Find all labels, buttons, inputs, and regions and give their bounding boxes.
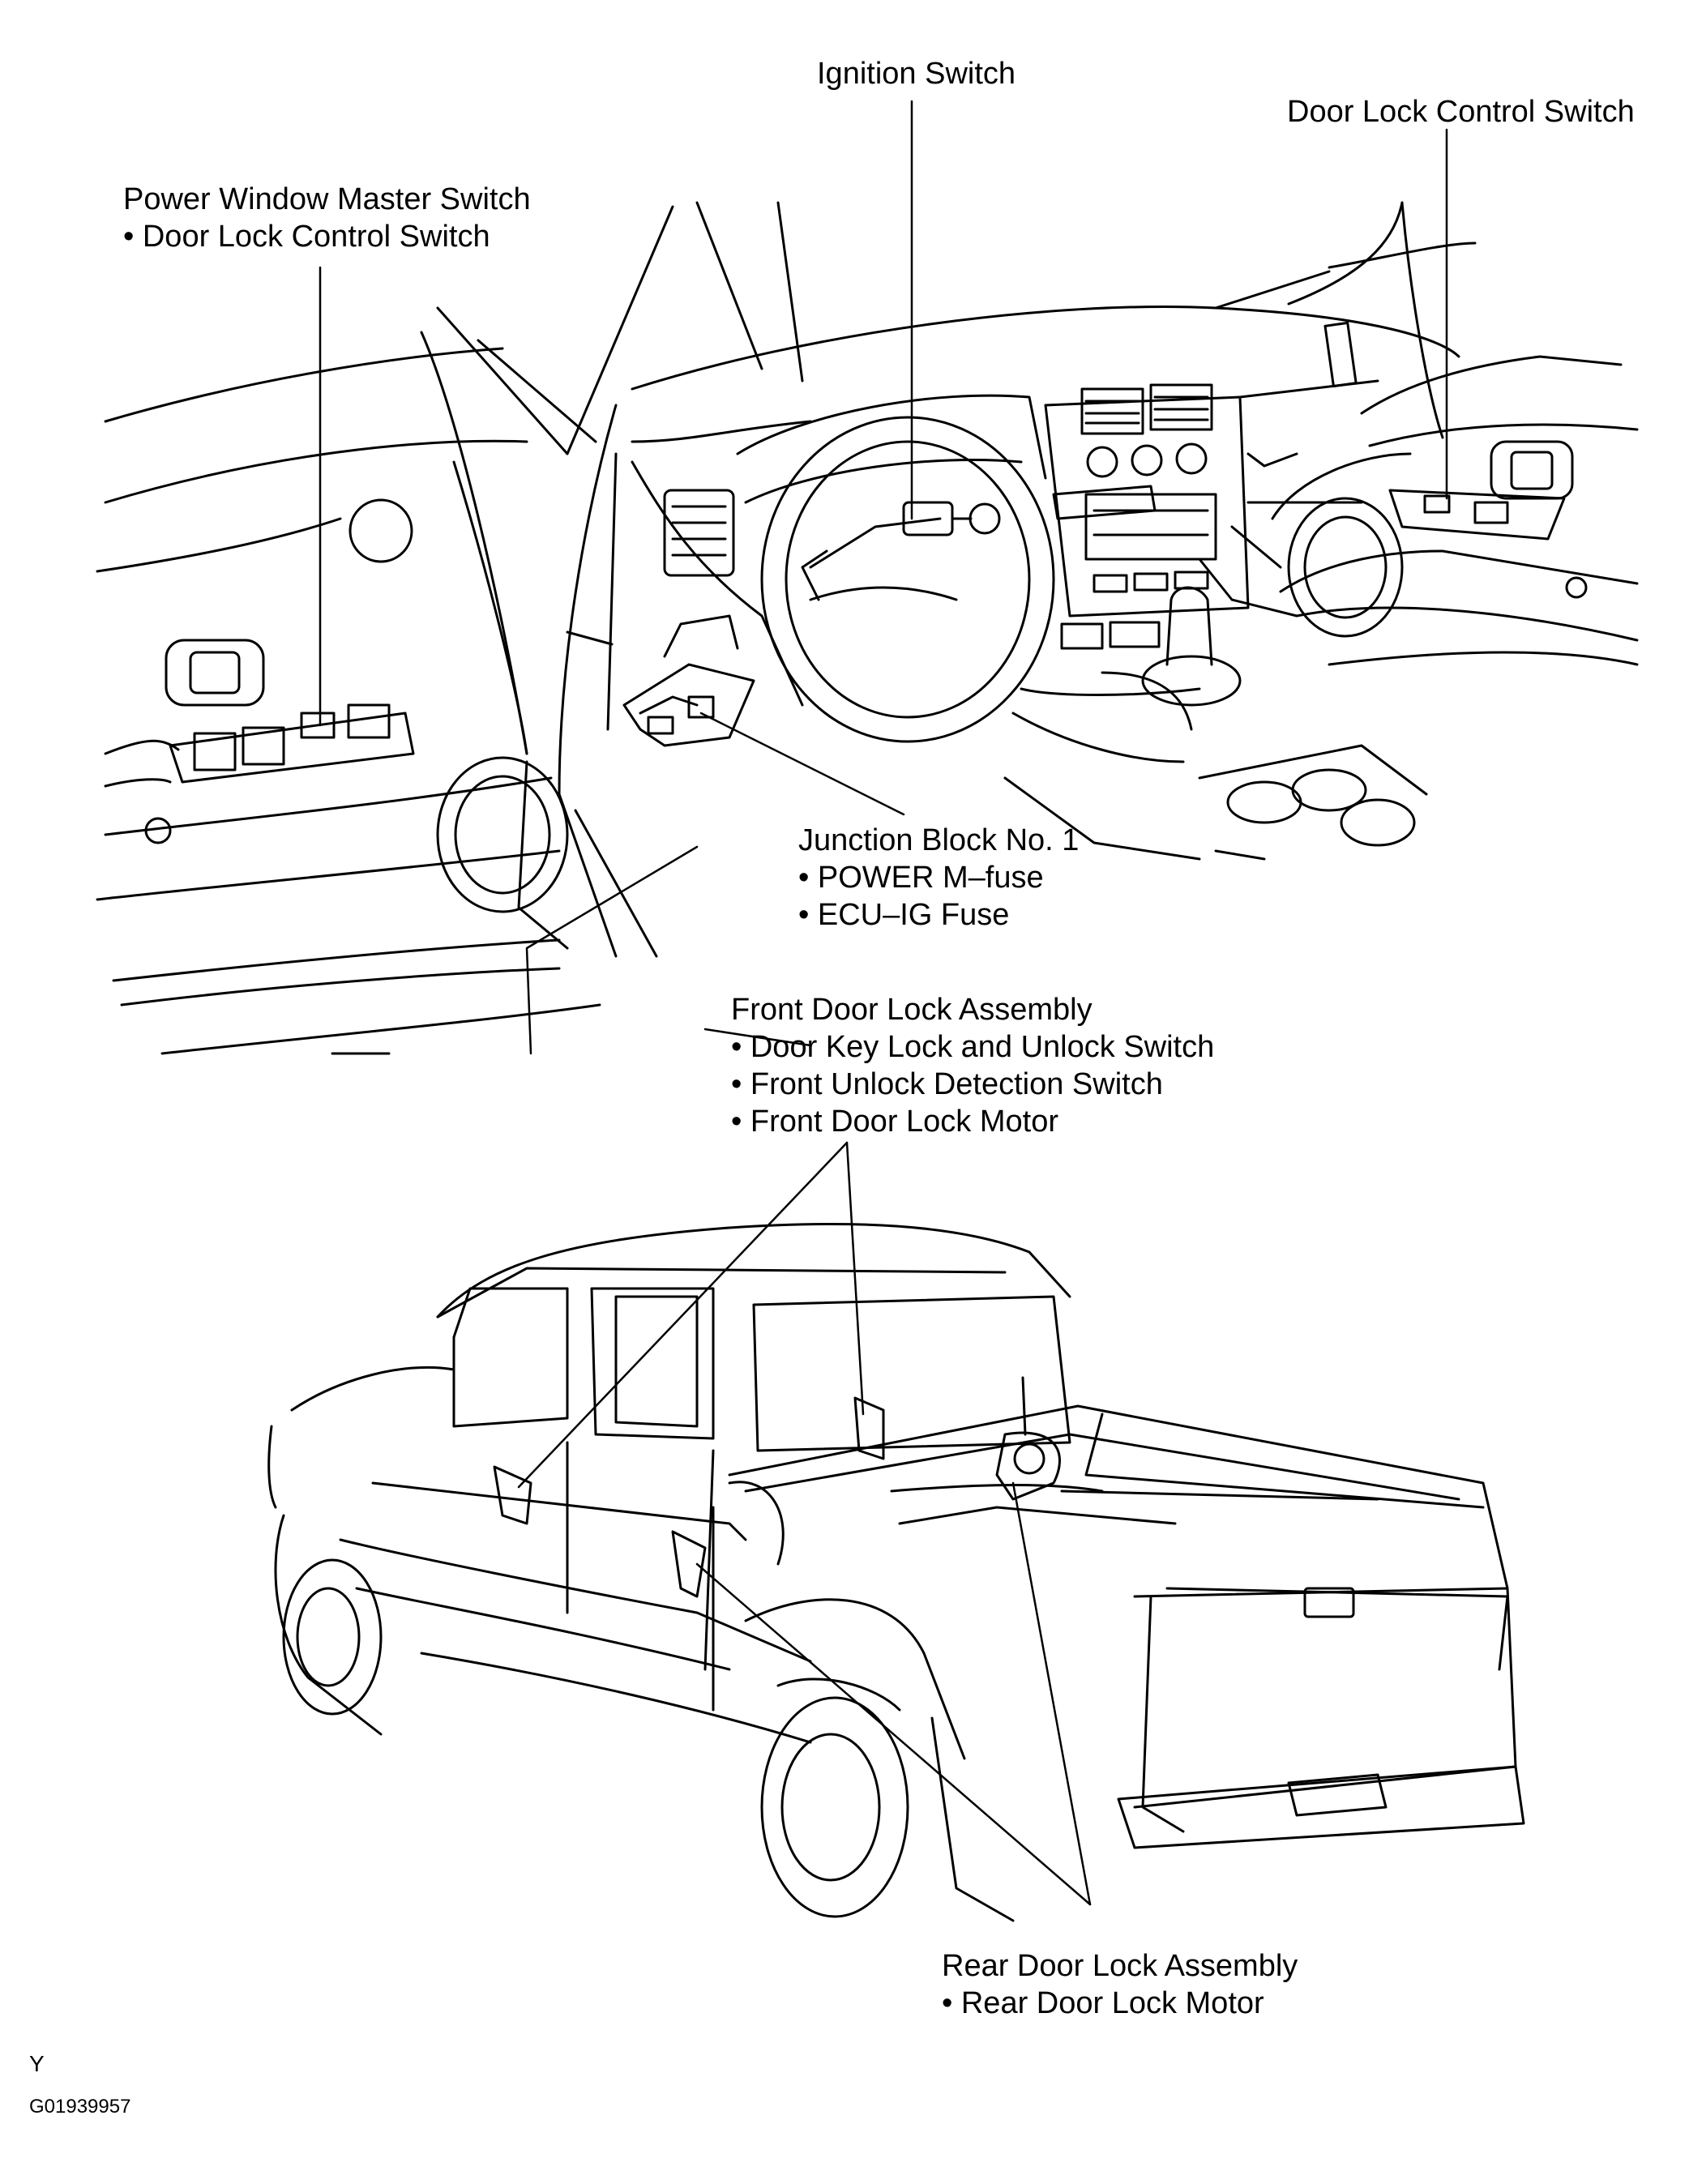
front-door-lock-assembly-item: • Front Door Lock Motor <box>731 1105 1058 1139</box>
a-pillar <box>436 201 804 958</box>
ignition-switch-label: Ignition Switch <box>817 55 1016 92</box>
interior-illustration <box>96 201 1639 1055</box>
front-door-lock-assembly-label: Front Door Lock Assembly • Door Key Lock… <box>731 991 1214 1140</box>
corner-letter-text: Y <box>29 2051 45 2076</box>
front-door-lock-assembly-title: Front Door Lock Assembly <box>731 993 1093 1027</box>
figure-code-text: G01939957 <box>29 2096 131 2118</box>
truck-illustration <box>267 1222 1525 1922</box>
junction-block-item: • ECU–IG Fuse <box>798 898 1010 932</box>
door-lock-control-switch-label: Door Lock Control Switch <box>1287 93 1635 130</box>
corner-letter: Y <box>29 2050 45 2078</box>
power-window-master-switch-title: Power Window Master Switch <box>123 182 531 216</box>
right-door-panel <box>1271 201 1639 666</box>
power-window-master-switch-item: • Door Lock Control Switch <box>123 220 490 254</box>
leader-lines <box>319 100 1448 1906</box>
junction-block-title: Junction Block No. 1 <box>798 823 1080 857</box>
left-door-panel <box>96 331 601 1055</box>
ignition-switch-title: Ignition Switch <box>817 57 1016 91</box>
rear-door-lock-assembly-item: • Rear Door Lock Motor <box>942 1986 1264 2020</box>
figure-code: G01939957 <box>29 2093 130 2121</box>
junction-block-label: Junction Block No. 1 • POWER M–fuse • EC… <box>798 822 1079 934</box>
junction-block-item: • POWER M–fuse <box>798 861 1044 895</box>
door-lock-control-switch-title: Door Lock Control Switch <box>1287 95 1635 129</box>
rear-door-lock-assembly-label: Rear Door Lock Assembly • Rear Door Lock… <box>942 1947 1298 2022</box>
rear-door-lock-assembly-title: Rear Door Lock Assembly <box>942 1949 1298 1983</box>
dashboard <box>606 241 1477 861</box>
front-door-lock-assembly-item: • Door Key Lock and Unlock Switch <box>731 1030 1215 1064</box>
front-door-lock-assembly-item: • Front Unlock Detection Switch <box>731 1067 1163 1101</box>
power-window-master-switch-label: Power Window Master Switch • Door Lock C… <box>123 181 531 255</box>
